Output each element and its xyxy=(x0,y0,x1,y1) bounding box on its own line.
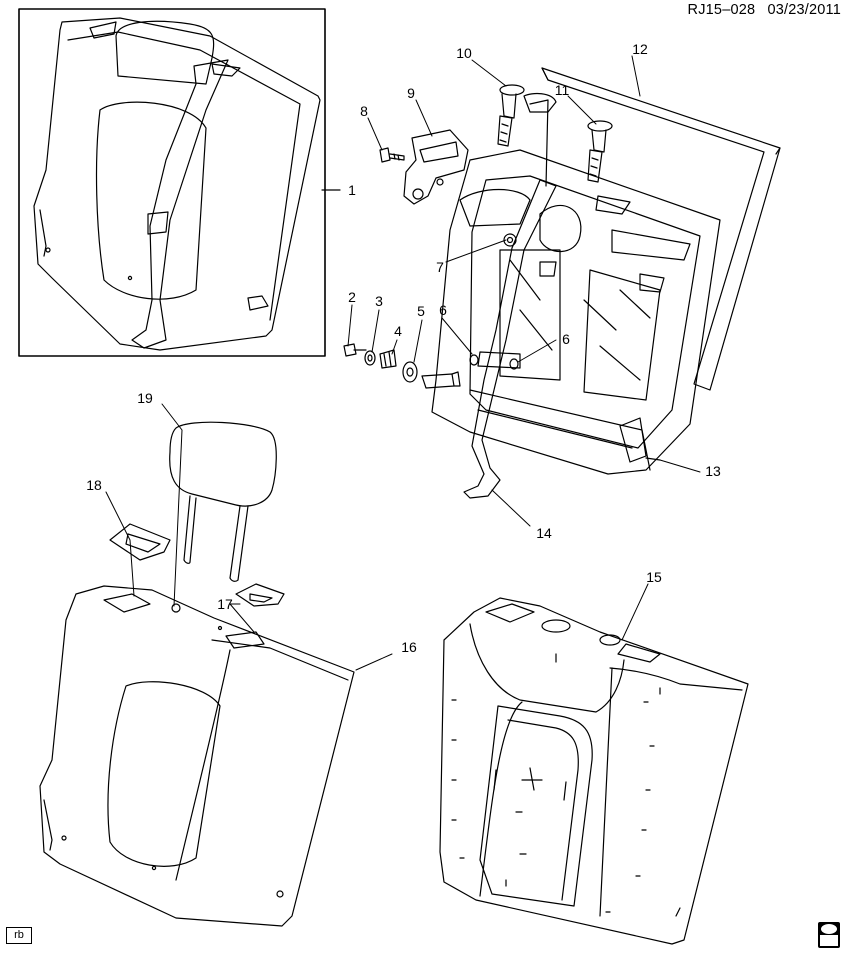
seatback-cover-16 xyxy=(39,585,355,927)
escutcheon-17 xyxy=(235,583,285,607)
diagram-code: RJ15–028 xyxy=(687,2,756,18)
callout-4: 4 xyxy=(394,323,402,339)
callout-6-left: 6 xyxy=(439,302,447,318)
callout-7: 7 xyxy=(436,259,444,275)
callout-19: 19 xyxy=(137,390,153,406)
callout-10: 10 xyxy=(456,45,472,61)
diagram-date: 03/23/2011 xyxy=(767,2,841,18)
callout-3: 3 xyxy=(375,293,383,309)
callout-9: 9 xyxy=(407,85,415,101)
callout-17: 17 xyxy=(217,596,233,612)
seatback-assembly-inset xyxy=(33,17,321,351)
seatback-pad-15 xyxy=(439,597,749,945)
callout-2: 2 xyxy=(348,289,356,305)
callout-12: 12 xyxy=(632,41,648,57)
callout-16: 16 xyxy=(401,639,417,655)
callout-15: 15 xyxy=(646,569,662,585)
footer-tag: rb xyxy=(6,927,32,944)
callout-14: 14 xyxy=(536,525,552,541)
callout-8: 8 xyxy=(360,103,368,119)
inset-frame xyxy=(18,8,326,357)
guides-10-11 xyxy=(497,84,613,183)
callout-5: 5 xyxy=(417,303,425,319)
seat-belt xyxy=(463,92,557,499)
hardware-2-5 xyxy=(343,343,461,389)
rear-panel xyxy=(541,67,781,391)
gm-spo-logo-icon xyxy=(817,921,841,949)
bolt-8 xyxy=(379,147,405,163)
callout-13: 13 xyxy=(705,463,721,479)
seatback-frame xyxy=(431,149,721,475)
latch-9 xyxy=(403,129,469,205)
leader-lines xyxy=(105,55,701,671)
callout-1: 1 xyxy=(348,182,356,198)
diagram-header: RJ15–028 03/23/2011 xyxy=(688,2,841,18)
callout-18: 18 xyxy=(86,477,102,493)
callout-11: 11 xyxy=(554,82,570,98)
nut-7 xyxy=(503,233,517,247)
callout-6-right: 6 xyxy=(562,331,570,347)
escutcheon-18 xyxy=(109,523,171,561)
headrest-19 xyxy=(169,421,277,582)
fasteners-6 xyxy=(469,354,519,370)
